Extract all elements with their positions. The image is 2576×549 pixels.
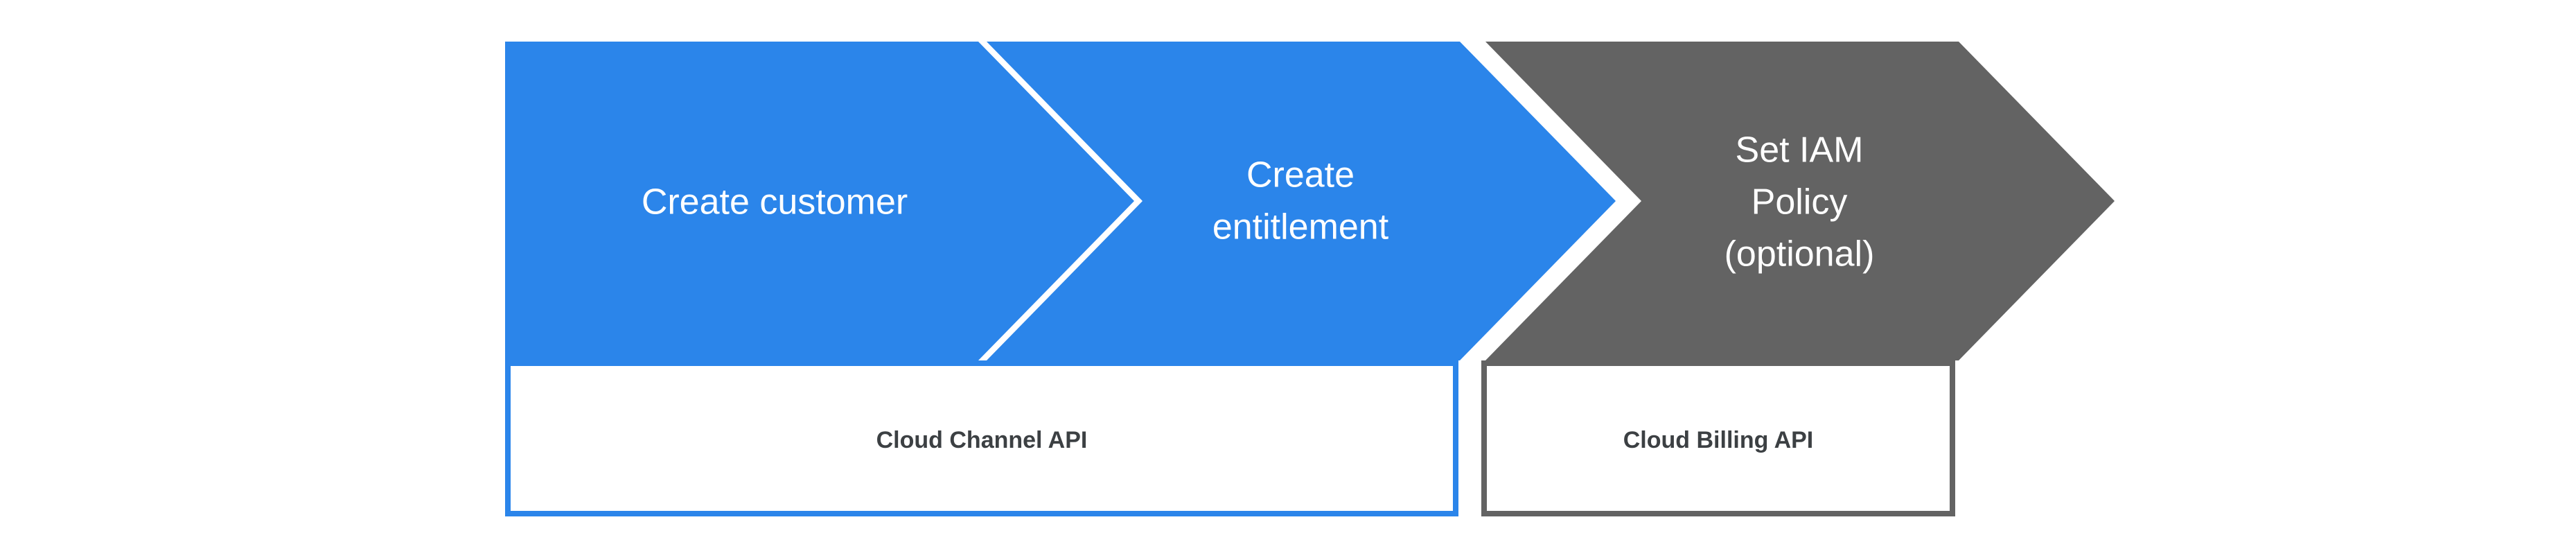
step-create-entitlement[interactable]: Create entitlement (987, 42, 1616, 360)
group-cloud-channel-api-label: Cloud Channel API (876, 427, 1088, 453)
group-cloud-billing-api-label: Cloud Billing API (1623, 427, 1814, 453)
step-create-customer-shape (505, 42, 1134, 360)
step-create-entitlement-label-line-2: entitlement (1212, 207, 1389, 247)
group-cloud-billing-api[interactable]: Cloud Billing API (1481, 360, 1955, 516)
group-cloud-channel-api-box (505, 360, 1458, 516)
step-set-iam-policy-shape (1485, 42, 2115, 360)
step-set-iam-policy[interactable]: Set IAM Policy (optional) (1485, 42, 2115, 360)
step-create-customer[interactable]: Create customer (505, 42, 1134, 360)
step-create-entitlement-label-line-1: Create (1246, 155, 1355, 195)
step-set-iam-policy-label-line-2: Policy (1752, 182, 1848, 223)
step-create-customer-label: Create customer (642, 182, 908, 223)
step-set-iam-policy-label-line-3: (optional) (1724, 234, 1875, 274)
group-cloud-channel-api[interactable]: Cloud Channel API (505, 360, 1458, 516)
step-create-entitlement-shape (987, 42, 1616, 360)
step-set-iam-policy-label-line-1: Set IAM (1736, 130, 1864, 171)
group-cloud-billing-api-box (1481, 360, 1955, 516)
